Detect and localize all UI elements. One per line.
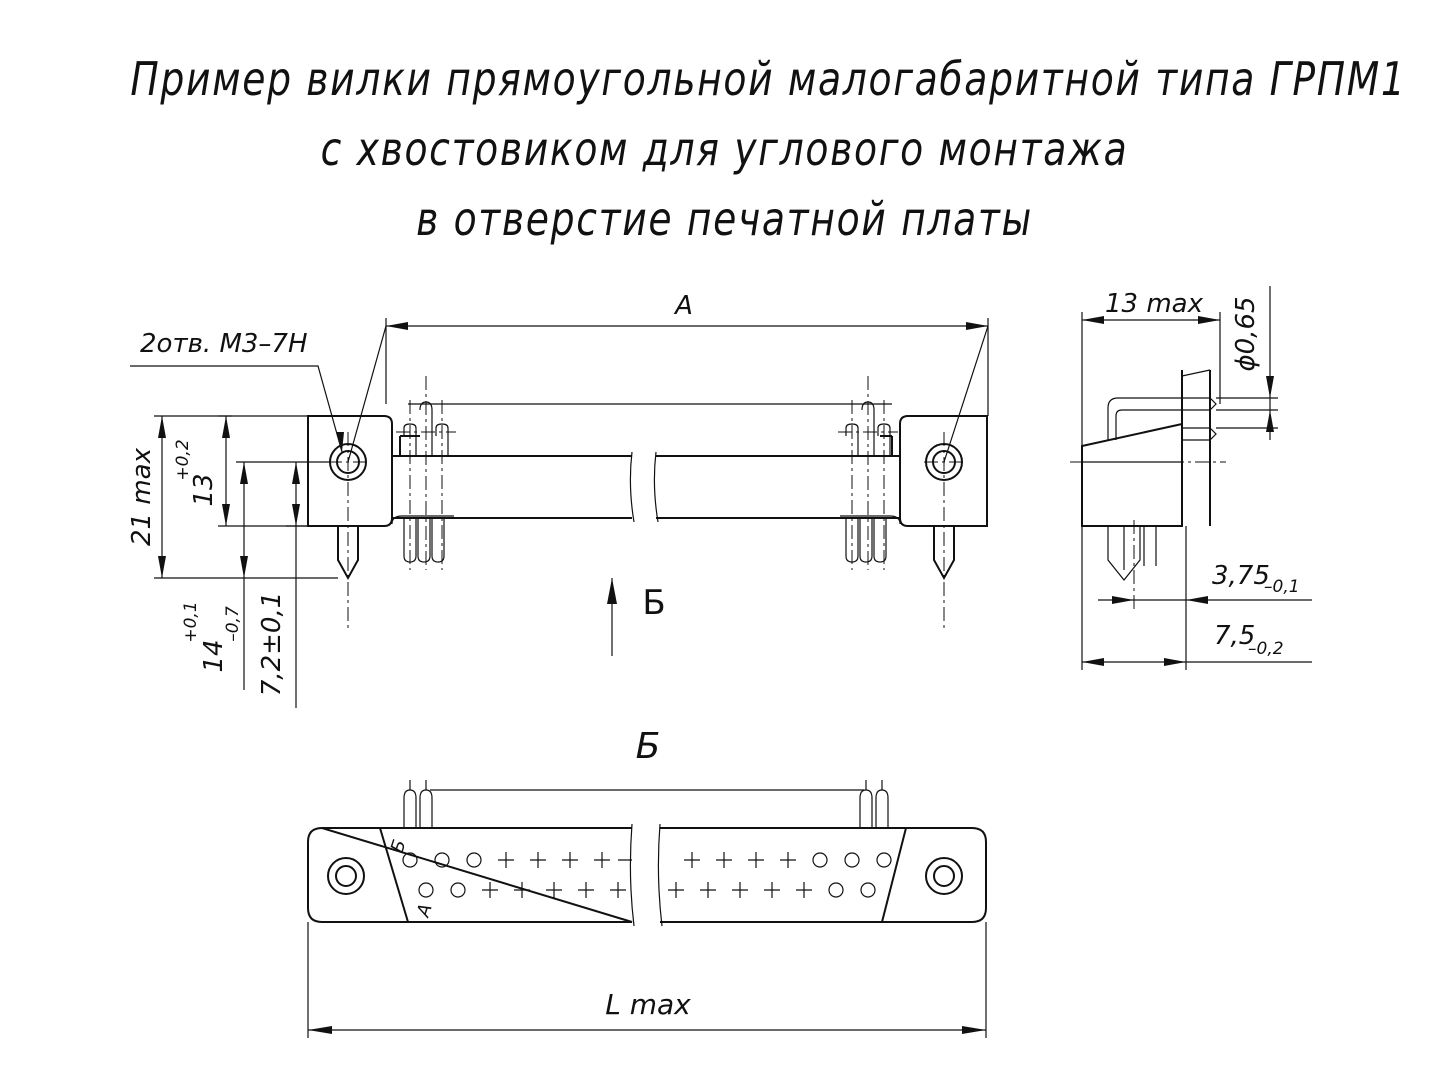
dim-375: 3,75	[1212, 561, 1270, 591]
side-body	[1081, 422, 1183, 527]
dim-13max: 13 max	[1105, 289, 1204, 319]
bottom-outline	[307, 826, 987, 923]
dim-13-tol: +0,2	[173, 439, 193, 480]
title-line-2: с хвостовиком для углового монтажа	[320, 122, 1129, 176]
bottom-view: Б Б А	[307, 726, 987, 1038]
dim-14-tol-bottom: –0,7	[223, 606, 243, 642]
dim-375-tol: –0,1	[1264, 577, 1300, 597]
side-pin	[1107, 526, 1141, 581]
hole-note: 2отв. М3–7Н	[140, 329, 308, 359]
left-contact-group	[391, 401, 454, 563]
bottom-right-hole	[925, 857, 963, 895]
dim-14-tol-top: +0,1	[181, 601, 201, 642]
dim-75: 7,5	[1214, 621, 1255, 651]
dim-a-label: А	[673, 291, 693, 321]
dim-lmax: L max	[605, 988, 691, 1021]
contact-row-b	[402, 852, 892, 868]
title-line-1: Пример вилки прямоугольной малогабаритно…	[130, 52, 1407, 106]
right-contact-group	[840, 401, 901, 563]
connector-body	[392, 435, 900, 519]
title-line-3: в отверстие печатной платы	[416, 192, 1033, 246]
contact-row-a	[418, 882, 876, 898]
view-arrow-label: Б	[642, 583, 665, 623]
row-b-label: Б	[387, 837, 411, 855]
side-view: 13 max ϕ0,65 3,75 –0,1 7,5 –0,2	[1070, 286, 1312, 670]
front-view: А 2отв. М3–7Н 21 max 13 +0,2 14 +0,1 –0,…	[127, 291, 989, 708]
dim-diameter: ϕ0,65	[1231, 296, 1261, 371]
dim-21max: 21 max	[127, 447, 157, 546]
row-a-label: А	[413, 901, 437, 920]
contact-insert	[379, 827, 907, 923]
dim-72: 7,2±0,1	[257, 592, 287, 696]
bottom-view-label: Б	[636, 726, 661, 767]
dim-13: 13	[189, 473, 219, 506]
bottom-left-hole	[327, 857, 365, 895]
dim-75-tol: –0,2	[1248, 639, 1284, 659]
dim-14: 14	[199, 639, 229, 672]
left-flange	[307, 415, 393, 527]
